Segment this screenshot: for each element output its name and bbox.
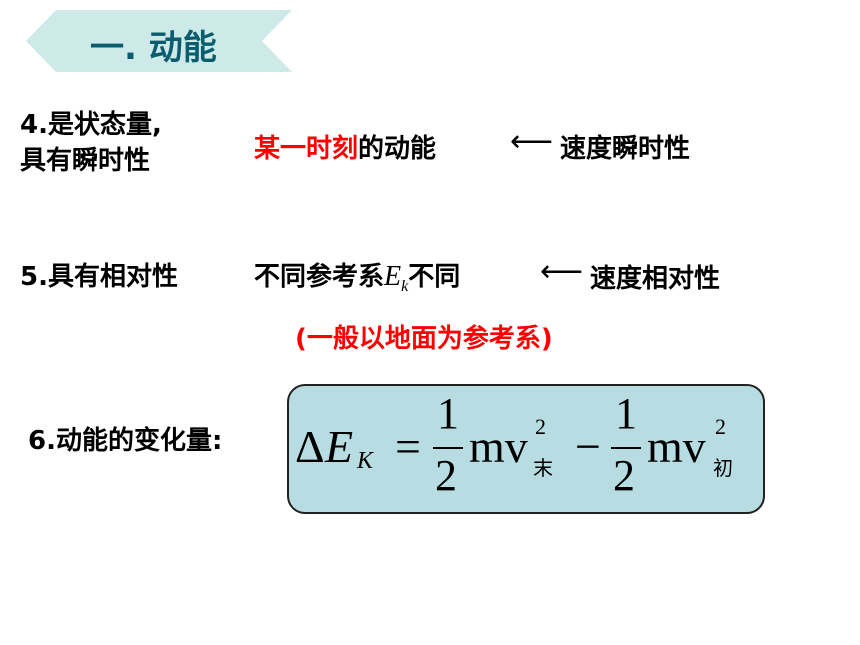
formula-denominator-2: 2 (613, 451, 635, 500)
item5-desc-part1: 不同参考系 (254, 262, 385, 292)
item5-ek-symbol: E (384, 261, 402, 292)
formula-mv-2: mv (647, 421, 706, 472)
item4-description: 某一时刻的动能 (254, 128, 436, 165)
item5-description: 不同参考系Ek不同 (254, 256, 460, 296)
formula-minus: − (575, 421, 601, 472)
formula-fraction-bar-2 (611, 447, 641, 449)
item4-label-line1: 4.是状态量, (20, 110, 162, 140)
formula-denominator-1: 2 (435, 451, 457, 500)
item6-label: 6.动能的变化量: (28, 426, 223, 456)
formula-mv-1: mv (469, 421, 528, 472)
item4-highlight: 某一时刻 (254, 134, 359, 164)
item5-arrow: ⟵ (540, 254, 584, 289)
item4-label-line2: 具有瞬时性 (20, 146, 151, 176)
formula-numerator-1: 1 (437, 389, 459, 438)
item4-arrow: ⟵ (510, 124, 554, 159)
formula-e: E (325, 421, 354, 472)
formula-sub-k: K (357, 448, 374, 474)
item5-note: 速度相对性 (590, 264, 721, 294)
item5-ek-subscript: k (401, 278, 409, 296)
item5-label: 5.具有相对性 (20, 262, 178, 292)
formula-delta: Δ (295, 421, 325, 472)
formula-superscript-2: 2 (715, 414, 726, 439)
formula-equals: = (395, 421, 421, 472)
banner-shape (26, 10, 292, 72)
item5-desc-part2: 不同 (408, 262, 461, 292)
item5-remark: (一般以地面为参考系) (295, 324, 553, 354)
item4-desc: 的动能 (358, 134, 437, 164)
formula-subscript-initial: 初 (713, 456, 733, 480)
formula-numerator-2: 1 (615, 389, 637, 438)
formula-box: Δ E K = 1 2 mv 2 末 − 1 2 mv 2 初 (287, 384, 765, 514)
formula-subscript-final: 末 (533, 456, 553, 480)
item4-note: 速度瞬时性 (560, 134, 691, 164)
title-banner: 一. 动能 (26, 10, 292, 72)
formula-fraction-bar-1 (433, 447, 463, 449)
formula-superscript-1: 2 (535, 414, 546, 439)
page-title: 一. 动能 (90, 28, 217, 68)
